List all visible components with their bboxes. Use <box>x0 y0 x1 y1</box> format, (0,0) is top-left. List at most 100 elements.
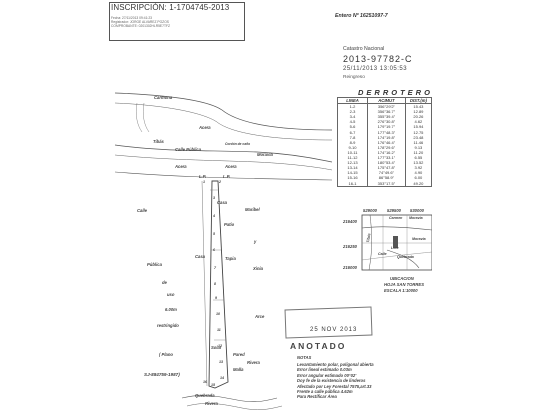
plan-label: Tapia <box>225 256 236 261</box>
derrotero-cell: 11.20 <box>404 149 432 156</box>
derrotero-title: DERROTERO <box>358 88 432 97</box>
plan-label: Casa <box>217 200 228 205</box>
plan-label: L.P. <box>223 174 231 179</box>
notes-title: NOTAS <box>297 355 312 360</box>
plan-label: Tibás <box>153 139 164 144</box>
derrotero-cell: 11.46 <box>404 139 432 145</box>
road-edge <box>114 92 333 131</box>
derrotero-cell: 20.26 <box>404 114 432 120</box>
plan-label: restringido <box>157 323 179 328</box>
point-number: 9 <box>215 296 217 300</box>
derrotero-cell: 4-5 <box>336 119 369 125</box>
plan-label: uso <box>167 292 175 297</box>
survey-drawing <box>114 92 432 410</box>
map-label: Carmen <box>389 216 403 220</box>
map-caption: UBICACION <box>390 276 414 281</box>
plan-label: 6.00m <box>165 307 177 312</box>
plan-label: Acera <box>175 164 187 169</box>
derrotero-cell: 15.94 <box>404 124 432 130</box>
survey-plan-sheet: INSCRIPCIÓN: 1-1704745-2013 Fecha: 27/11… <box>107 0 432 416</box>
map-label: Moravia <box>409 216 423 220</box>
map-coordinate: 529500 <box>387 208 401 213</box>
plan-label: Arce <box>255 314 265 319</box>
column-header: LINEA <box>336 96 369 105</box>
point-number: 14 <box>220 376 224 380</box>
derrotero-cell: 7-8 <box>336 134 369 140</box>
approval-stamp <box>284 306 373 339</box>
plan-label: Malla <box>233 367 244 372</box>
point-number: 16 <box>203 380 207 384</box>
derrotero-cell: 9.13 <box>404 144 432 150</box>
creek-line <box>181 395 278 403</box>
entero-number: Entero Nº 16251097-7 <box>335 13 388 19</box>
derrotero-cell: 4.90 <box>404 170 432 176</box>
point-number: 5 <box>213 232 215 236</box>
derrotero-cell: 15.43 <box>404 103 432 110</box>
inscription-line: Fecha: 27/11/2013 09:41:23 <box>111 16 153 20</box>
point-number: 6 <box>213 248 215 252</box>
derrotero-cell: 8-9 <box>336 139 369 145</box>
anotado-stamp: ANOTADO <box>290 341 347 351</box>
derrotero-cell: 4.62 <box>404 119 432 125</box>
catastro-label: Catastro Nacional <box>343 46 385 52</box>
derrotero-cell: 6.00 <box>404 175 432 181</box>
inscription-title: INSCRIPCIÓN: 1-1704745-2013 <box>111 3 230 12</box>
map-road <box>368 214 372 271</box>
map-label: Quebrada <box>397 255 414 259</box>
derrotero-cell: 16-1 <box>336 180 369 187</box>
plan-label: Carmona <box>154 95 173 100</box>
derrotero-cell: 1-2 <box>336 103 369 110</box>
plan-label: Xinia <box>253 266 264 271</box>
map-coordinate: 216000 <box>343 265 357 270</box>
point-number: 15 <box>211 383 215 387</box>
derrotero-cell: 15-16 <box>336 175 369 181</box>
plan-label: de <box>162 280 167 285</box>
point-number: 12 <box>218 344 222 348</box>
road-edge <box>114 144 333 163</box>
point-number: 2 <box>219 180 221 184</box>
plan-label: Acera <box>225 164 237 169</box>
derrotero-cell: 14-15 <box>336 170 369 176</box>
inscription-line: Registrador: JORGE ALVAREZ POZOS <box>111 20 169 24</box>
plan-label: y <box>254 239 257 244</box>
location-map-frame <box>361 214 432 271</box>
derrotero-cell: 13-14 <box>336 165 369 171</box>
derrotero-cell: 3-4 <box>336 114 369 120</box>
plan-label: Patio <box>224 222 235 227</box>
derrotero-cell: 12.89 <box>404 109 432 115</box>
map-coordinate: 529000 <box>363 208 377 213</box>
derrotero-cell: 5-6 <box>336 124 369 130</box>
catastro-number: 2013-97782-C <box>343 54 413 64</box>
point-number: 4 <box>213 214 215 218</box>
point-number: 10 <box>216 312 220 316</box>
plan-label: Moravia <box>257 152 273 157</box>
road-edge <box>114 154 333 171</box>
column-header: DIST.(m) <box>404 96 432 105</box>
map-lot-marker <box>393 236 398 248</box>
creek-line <box>186 403 283 410</box>
road-edge <box>114 102 333 141</box>
plan-label: Pública <box>147 262 162 267</box>
lot-guide-line <box>201 180 208 387</box>
plan-label: Rivera <box>205 401 218 406</box>
derrotero-cell: 10-11 <box>336 149 369 156</box>
plan-label: Casa <box>195 254 206 259</box>
plan-label: Acera <box>199 125 211 130</box>
plan-label: ( Plano <box>159 352 173 357</box>
map-coordinate: 216400 <box>343 219 357 224</box>
catastro-status: Reingreso <box>343 75 365 80</box>
